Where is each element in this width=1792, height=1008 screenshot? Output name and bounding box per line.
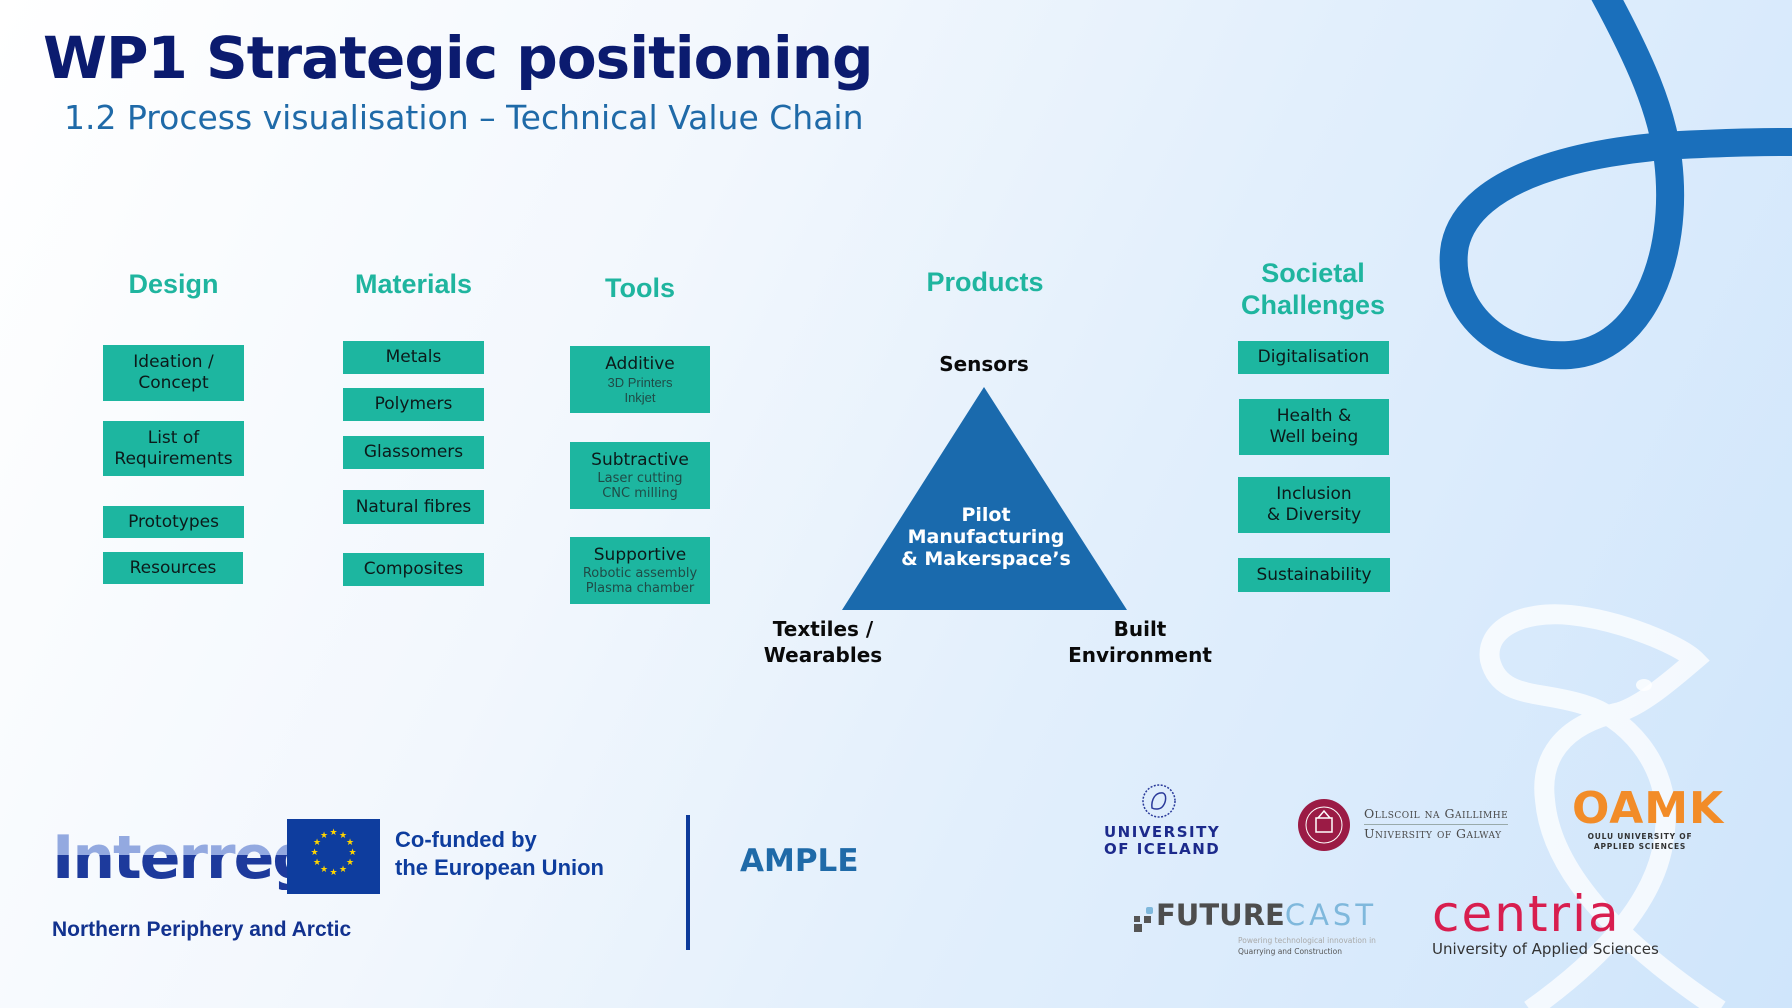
tools-box-additive: Additive 3D Printers Inkjet — [570, 346, 710, 413]
iceland-line-2: OF ICELAND — [1104, 840, 1221, 858]
design-heading: Design — [128, 269, 219, 299]
interreg-logo: Interreg — [52, 823, 315, 893]
galway-line-1: Ollscoil na Gaillimhe — [1364, 805, 1509, 825]
footer-divider — [686, 815, 690, 950]
galway-text: Ollscoil na Gaillimhe University of Galw… — [1364, 805, 1509, 843]
galway-crest-icon — [1298, 799, 1350, 851]
built-line-1: Built — [1113, 617, 1167, 641]
societal-heading: Societal Challenges — [1218, 257, 1408, 321]
oamk-name: OAMK — [1572, 783, 1725, 834]
futurecast-blocks-icon — [1134, 907, 1153, 932]
cofunded-line-1: Co-funded by — [395, 827, 537, 852]
svg-text:★: ★ — [313, 838, 321, 848]
bird-eye-icon — [1636, 679, 1652, 691]
societal-heading-line-2: Challenges — [1240, 290, 1386, 320]
products-heading: Products — [926, 267, 1044, 297]
materials-heading: Materials — [354, 269, 473, 299]
triangle-center-line-1: Pilot — [961, 504, 1011, 526]
societal-box-sustainability: Sustainability — [1238, 558, 1390, 592]
white-ribbon-bird — [1479, 604, 1726, 1008]
centria-sub: University of Applied Sciences — [1432, 940, 1659, 958]
eu-flag-icon: ★★★ ★★★ ★★★ ★★★ — [287, 819, 380, 894]
tools-heading: Tools — [605, 273, 675, 303]
tools-additive-detail-1: 3D Printers — [607, 375, 673, 390]
built-line-2: Environment — [1068, 643, 1212, 667]
tools-subtractive-detail-1: Laser cutting — [597, 471, 683, 486]
page-title: WP1 Strategic positioning — [43, 24, 874, 92]
triangle-center-line-2: Manufacturing — [907, 526, 1065, 548]
design-box-requirements: List of Requirements — [103, 421, 244, 476]
products-triangle — [842, 387, 1127, 610]
triangle-center-line-3: & Makerspace’s — [901, 548, 1071, 570]
eu-stars-icon: ★★★ ★★★ ★★★ ★★★ — [310, 828, 356, 878]
futurecast-tagline-1: Powering technological innovation in — [1238, 936, 1376, 945]
materials-box-polymers: Polymers — [343, 388, 484, 421]
oamk-sub-line-2: APPLIED SCIENCES — [1593, 842, 1687, 851]
design-box-resources: Resources — [103, 552, 243, 584]
tools-supportive-label: Supportive — [593, 545, 687, 565]
cofunded-line-2: the European Union — [395, 855, 604, 880]
page-subtitle: 1.2 Process visualisation – Technical Va… — [64, 98, 864, 137]
svg-text:★: ★ — [348, 848, 356, 858]
textiles-line-2: Wearables — [763, 643, 883, 667]
product-sensors-label: Sensors — [939, 352, 1029, 376]
iceland-crest-icon — [1142, 784, 1176, 818]
tools-supportive-detail-1: Robotic assembly — [582, 566, 698, 581]
svg-text:★: ★ — [329, 868, 337, 878]
galway-line-2: University of Galway — [1364, 826, 1502, 841]
societal-box-digitalisation: Digitalisation — [1238, 341, 1389, 374]
cofunded-text: Co-funded by the European Union — [395, 826, 604, 882]
tools-additive-label: Additive — [605, 354, 675, 374]
svg-text:★: ★ — [320, 831, 328, 841]
materials-box-natural-fibres: Natural fibres — [343, 490, 484, 524]
centria-name: centria — [1432, 885, 1621, 943]
svg-text:★: ★ — [339, 831, 347, 841]
design-box-prototypes: Prototypes — [103, 506, 244, 538]
futurecast-name-b: CAST — [1284, 898, 1378, 932]
societal-box-health: Health & Well being — [1239, 399, 1389, 455]
tools-box-subtractive: Subtractive Laser cutting CNC milling — [570, 442, 710, 509]
university-of-galway-logo — [1297, 798, 1351, 856]
university-of-iceland-logo: UNIVERSITY OF ICELAND — [1104, 782, 1221, 858]
product-built-environment-label: Built Environment — [1060, 616, 1220, 668]
tools-additive-detail-2: Inkjet — [624, 390, 656, 405]
tools-subtractive-label: Subtractive — [591, 450, 689, 470]
tools-supportive-detail-2: Plasma chamber — [585, 581, 695, 596]
triangle-shape — [842, 387, 1127, 610]
svg-text:★: ★ — [339, 865, 347, 875]
design-box-ideation: Ideation / Concept — [103, 345, 244, 401]
futurecast-tagline-2: Quarrying and Construction — [1238, 947, 1342, 956]
oamk-sub-line-1: OULU UNIVERSITY OF — [1587, 832, 1693, 841]
svg-text:★: ★ — [313, 858, 321, 868]
blue-ribbon-loop — [1439, 0, 1792, 370]
centria-logo: centria University of Applied Sciences — [1432, 888, 1659, 958]
futurecast-name-a: FUTURE — [1156, 898, 1285, 932]
svg-text:★: ★ — [329, 828, 337, 838]
triangle-center-text: Pilot Manufacturing & Makerspace’s — [886, 504, 1086, 570]
materials-box-composites: Composites — [343, 553, 484, 586]
svg-text:★: ★ — [320, 865, 328, 875]
societal-box-inclusion: Inclusion & Diversity — [1238, 477, 1390, 533]
product-textiles-label: Textiles / Wearables — [743, 616, 903, 668]
project-name: AMPLE — [740, 843, 859, 879]
svg-text:★: ★ — [346, 858, 354, 868]
tools-subtractive-detail-2: CNC milling — [602, 486, 678, 501]
tools-box-supportive: Supportive Robotic assembly Plasma chamb… — [570, 537, 710, 604]
societal-heading-line-1: Societal — [1261, 258, 1365, 288]
materials-box-glassomers: Glassomers — [343, 436, 484, 469]
textiles-line-1: Textiles / — [772, 617, 874, 641]
svg-text:★: ★ — [346, 838, 354, 848]
iceland-line-1: UNIVERSITY — [1104, 823, 1221, 841]
materials-box-metals: Metals — [343, 341, 484, 374]
oamk-logo: OAMK OULU UNIVERSITY OF APPLIED SCIENCES — [1572, 783, 1725, 852]
svg-text:★: ★ — [310, 848, 318, 858]
program-name: Northern Periphery and Arctic — [52, 918, 352, 941]
